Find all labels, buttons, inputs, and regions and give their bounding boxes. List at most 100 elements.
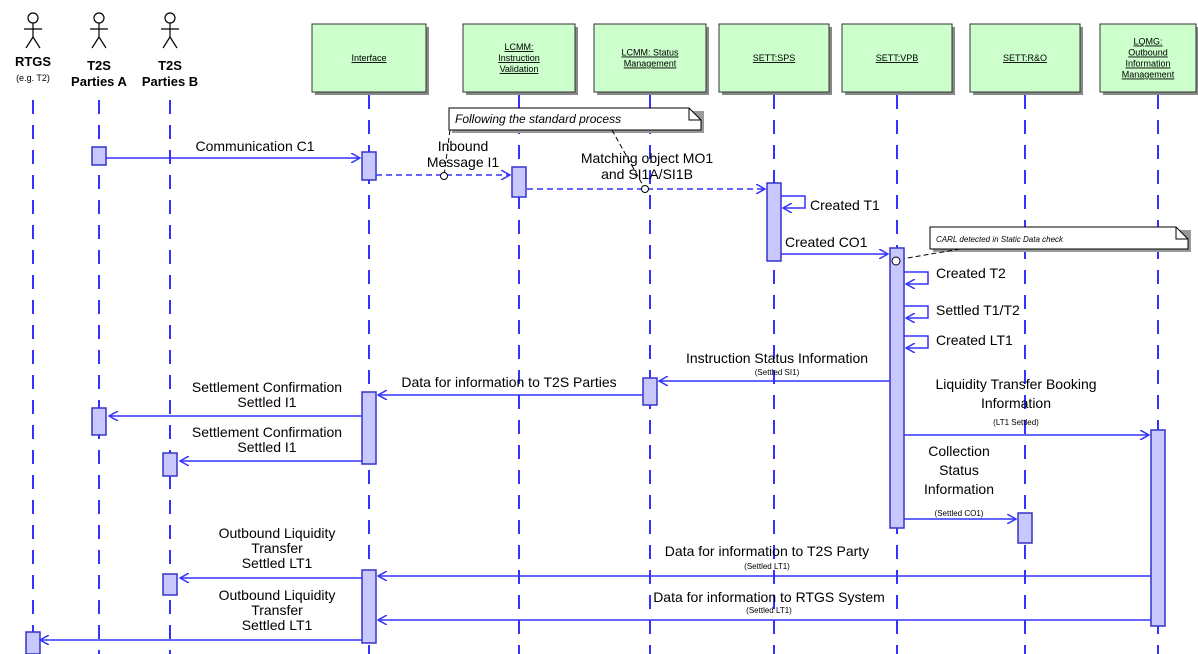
message-label: Created T2 — [936, 265, 1006, 281]
activation-t2sb — [162, 573, 178, 596]
box-label: LQMG: — [1133, 37, 1162, 47]
message-label: Created LT1 — [936, 332, 1013, 348]
activation-lcmm-val — [511, 166, 527, 198]
box-label: LCMM: Status — [621, 48, 679, 58]
box-label: Outbound — [1128, 48, 1168, 58]
activation-t2sa — [91, 146, 107, 166]
message-label: Communication C1 — [195, 138, 314, 154]
activation-lqmg — [1150, 429, 1166, 627]
note-carl: CARL detected in Static Data check — [895, 226, 1191, 261]
message-label: Data for information to T2S Parties — [401, 374, 616, 390]
message-sublabel: (Settled CO1) — [935, 509, 984, 518]
message-sublabel: (Settled LT1) — [744, 562, 790, 571]
activation-interface — [361, 569, 377, 644]
activation-vpb — [889, 247, 905, 529]
message-label: Collection — [928, 443, 989, 459]
self-created-lt1 — [904, 335, 929, 348]
box-interface: Interface — [311, 23, 429, 95]
actor-head-icon — [164, 12, 176, 24]
note-anchor-dot — [641, 185, 649, 193]
message-label: Information — [981, 395, 1051, 411]
message-label: Settled T1/T2 — [936, 302, 1020, 318]
message-label: Status — [939, 462, 979, 478]
message-label: Settled I1 — [237, 394, 296, 410]
activation-sps — [766, 182, 782, 262]
message-sublabel: (Settled LT1) — [746, 606, 792, 615]
activation-rtgs — [25, 631, 41, 654]
message-label: Data for information to T2S Party — [665, 543, 869, 559]
box-label: SETT:R&O — [1003, 53, 1047, 63]
message-sublabel: (LT1 Settled) — [993, 418, 1039, 427]
message-label: Created T1 — [810, 197, 880, 213]
activation-t2sb — [162, 452, 178, 477]
message-label: Information — [924, 481, 994, 497]
message-label: Message I1 — [427, 154, 500, 170]
note-anchor-dot — [440, 172, 448, 180]
message-label: Instruction Status Information — [686, 350, 868, 366]
message-label: Outbound Liquidity — [219, 587, 336, 603]
box-label: Validation — [500, 64, 539, 74]
box-label: LCMM: — [505, 42, 534, 52]
message-label: Liquidity Transfer Booking — [935, 376, 1096, 392]
message-sublabel: (Settled SI1) — [755, 368, 800, 377]
actor-head-icon — [27, 12, 39, 24]
note-fold — [1175, 227, 1188, 240]
actor-leg-right — [98, 36, 107, 49]
activation-bars — [25, 146, 1166, 654]
box-rect — [841, 23, 953, 93]
box-label: Information — [1125, 59, 1170, 69]
actor-label: RTGS — [15, 54, 51, 69]
message-label: Transfer — [251, 540, 303, 556]
message-label: Settled LT1 — [242, 617, 313, 633]
actor-rtgs: RTGS (e.g. T2) — [15, 12, 51, 83]
message-label: Settlement Confirmation — [192, 379, 342, 395]
box-label: SETT:SPS — [753, 53, 796, 63]
self-created-t2 — [904, 271, 929, 284]
activation-interface — [361, 151, 377, 181]
actor-label: T2S — [158, 58, 182, 73]
activation-t2sa — [91, 407, 107, 436]
message-label: Settled LT1 — [242, 555, 313, 571]
note-anchor-dot — [891, 256, 901, 266]
message-label: Created CO1 — [785, 234, 868, 250]
activation-interface — [361, 391, 377, 465]
self-created-t1 — [781, 195, 806, 208]
actor-leg-left — [162, 36, 171, 49]
actor-label: T2S — [87, 58, 111, 73]
note-connector — [611, 129, 646, 190]
note-fold — [688, 108, 701, 121]
actor-head-icon — [93, 12, 105, 24]
box-label: Instruction — [498, 53, 540, 63]
message-label: and SI1A/SI1B — [601, 166, 693, 182]
message-label: Inbound — [438, 138, 489, 154]
message-label: Matching object MO1 — [581, 150, 713, 166]
message-label: Settlement Confirmation — [192, 424, 342, 440]
actor-sublabel: (e.g. T2) — [16, 73, 50, 83]
box-label: Management — [1122, 70, 1175, 80]
box-rect — [1099, 23, 1197, 93]
activation-lcmm-status — [642, 377, 658, 406]
actor-leg-right — [169, 36, 178, 49]
box-rao: SETT:R&O — [969, 23, 1083, 95]
message-label: Settled I1 — [237, 439, 296, 455]
box-vpb: SETT:VPB — [841, 23, 955, 95]
box-rect — [969, 23, 1081, 93]
note-shape — [448, 107, 702, 131]
note-connector — [895, 248, 961, 261]
self-settled-t1t2 — [904, 305, 929, 318]
component-boxes: InterfaceLCMM:InstructionValidationLCMM:… — [311, 23, 1198, 95]
box-rect — [462, 23, 576, 93]
message-label: Transfer — [251, 602, 303, 618]
box-rect — [311, 23, 427, 93]
actor-leg-left — [91, 36, 100, 49]
actor-leg-left — [25, 36, 34, 49]
